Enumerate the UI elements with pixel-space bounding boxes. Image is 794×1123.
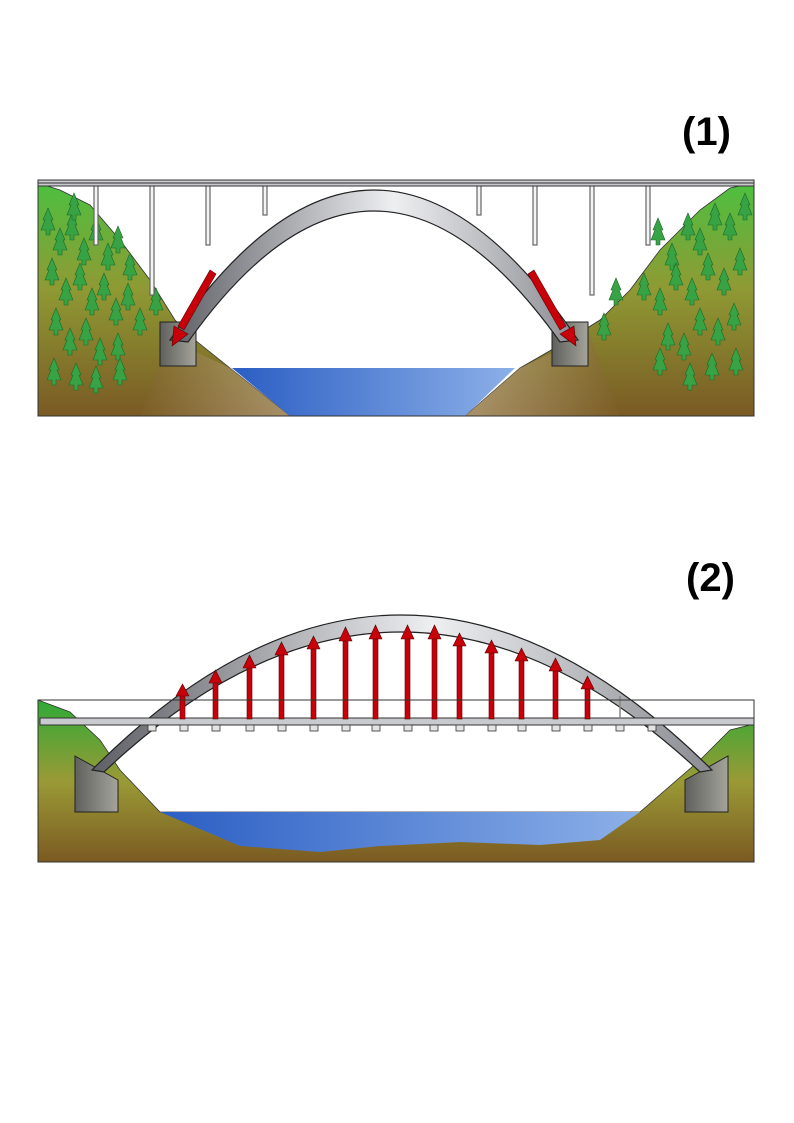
panel-1 xyxy=(37,179,755,417)
arrow-left-springing xyxy=(171,269,217,347)
abutment-right-2 xyxy=(684,755,729,813)
deck-nodes xyxy=(147,724,657,732)
river-water-2 xyxy=(160,812,640,852)
panel-2 xyxy=(37,614,755,863)
valley-floor xyxy=(140,335,620,416)
arrow-up-icon xyxy=(274,641,289,720)
arrow-right-springing xyxy=(527,269,577,347)
arrow-up-icon xyxy=(338,626,353,720)
arrow-up-icon xyxy=(484,639,499,720)
bridge-deck-2 xyxy=(39,717,755,726)
arrow-up-icon xyxy=(306,635,321,720)
arrow-up-icon xyxy=(427,624,442,720)
arrow-up-icon xyxy=(580,675,595,720)
river-water xyxy=(232,368,515,416)
panel-2-label: (2) xyxy=(686,556,735,600)
tension-arrows xyxy=(175,624,595,720)
arrow-up-icon xyxy=(400,624,415,720)
arrow-up-icon xyxy=(368,624,383,720)
arrow-up-icon xyxy=(514,647,529,720)
compression-arrows xyxy=(171,269,577,347)
arrow-up-icon xyxy=(452,632,467,720)
arrow-up-icon xyxy=(242,654,257,720)
panel-1-label: (1) xyxy=(682,110,731,154)
arrow-up-icon xyxy=(175,683,190,720)
arrow-up-icon xyxy=(548,657,563,720)
